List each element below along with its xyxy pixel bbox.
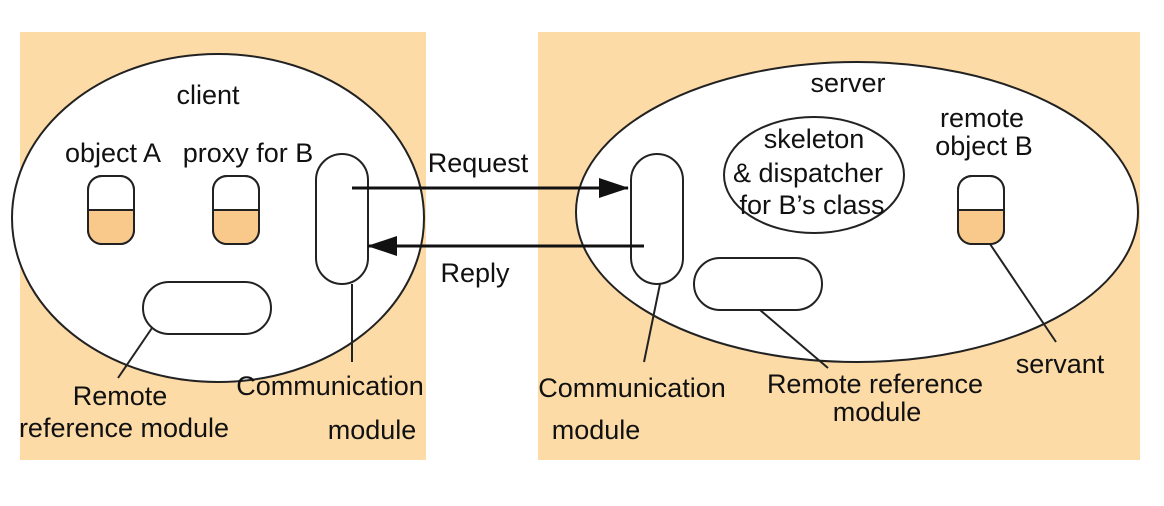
object-a-shape [87,175,135,245]
server-communication-module-shape [630,153,684,285]
server-comm-label-line2: module [552,415,641,445]
server-comm-leader [643,283,661,363]
proxy-b-shape [212,175,260,245]
client-rrm-leader [117,327,153,379]
servant-leader [989,243,1057,343]
skeleton-dispatcher-shape [723,116,905,234]
reply-label: Reply [440,258,510,288]
object-a-label: object A [65,138,161,168]
client-comm-label-line1: Communication [236,371,424,401]
remote-object-label-line1: remote [940,103,1024,133]
server-comm-label-line1: Communication [538,373,726,403]
client-rrm-label-line1: Remote [73,381,168,411]
client-communication-module-shape [315,153,369,285]
server-rrm-leader [759,309,829,369]
skeleton-label-line2: & dispatcher [733,158,883,188]
server-rrm-label-line2: module [833,397,922,427]
proxy-b-label: proxy for B [183,138,314,168]
servant-label: servant [1016,349,1105,379]
client-comm-label-line2: module [328,415,417,445]
request-label: Request [428,148,529,178]
client-rrm-label-line2: reference module [19,413,229,443]
client-remote-reference-module-shape [142,281,272,335]
client-title: client [176,80,240,110]
skeleton-label-line3: for B’s class [739,190,884,220]
server-title: server [810,68,885,98]
remote-object-label-line2: object B [935,131,1033,161]
server-rrm-label-line1: Remote reference [767,369,983,399]
server-remote-reference-module-shape [693,257,823,311]
skeleton-label-line1: skeleton [764,124,865,154]
remote-object-b-shape [957,175,1005,245]
